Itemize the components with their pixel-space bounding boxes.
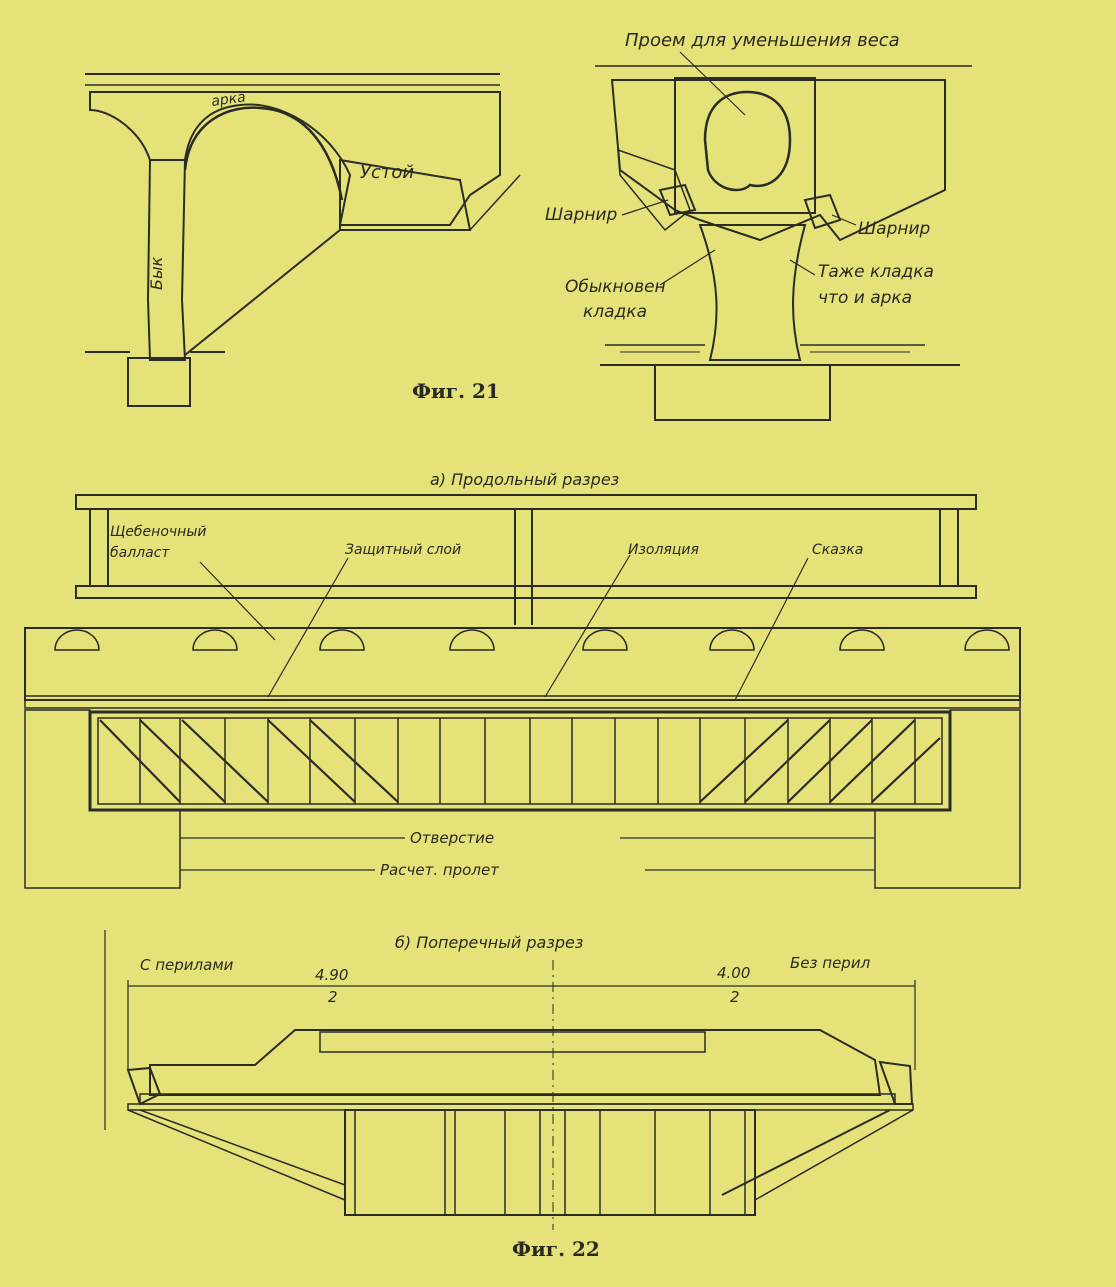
fig22b-dim-right-num: 4.00 — [717, 964, 750, 982]
fig22a-label-drain: Сказка — [812, 542, 863, 558]
fig22b-dim-left-den: 2 — [328, 988, 338, 1006]
fig21-label-masonry-common-2: кладка — [583, 302, 647, 322]
fig21-label-arch: арка — [210, 89, 246, 110]
fig22a-label-span: Расчет. пролет — [380, 861, 500, 879]
fig22a-label-insulation: Изоляция — [628, 542, 699, 558]
fig22b-title: б) Поперечный разрез — [395, 933, 583, 952]
fig22b-cross-section — [104, 930, 916, 1230]
fig22a-sleepers — [54, 629, 1010, 651]
fig21-label-masonry-same-1: Таже кладка — [818, 262, 934, 282]
fig22b-label-with-rails: С перилами — [140, 956, 234, 974]
fig22a-label-ballast-1: Щебеночный — [110, 524, 206, 540]
fig21-left-arch-bridge — [85, 73, 521, 407]
fig21-label-hinge-left: Шарнир — [545, 205, 618, 225]
fig22a-diagonals — [99, 719, 941, 803]
fig22a-longitudinal-section — [24, 494, 1021, 889]
fig21-label-pier: Бык — [147, 256, 166, 290]
fig21-label-hinge-right: Шарнир — [858, 219, 931, 239]
fig21-right-hinge-detail — [595, 51, 972, 421]
fig22a-label-ballast-2: балласт — [110, 545, 170, 561]
fig22a-label-opening: Отверстие — [410, 829, 494, 847]
fig21-label-opening: Проем для уменьшения веса — [625, 30, 900, 51]
fig21-caption: Фиг. 21 — [412, 379, 500, 403]
fig21-label-masonry-common-1: Обыкновен — [565, 277, 666, 297]
fig22-caption: Фиг. 22 — [512, 1237, 600, 1261]
fig21-label-abutment: Устой — [360, 162, 414, 183]
fig21-label-masonry-same-2: что и арка — [818, 288, 912, 308]
fig22b-dim-right-den: 2 — [730, 988, 740, 1006]
fig22a-title: а) Продольный разрез — [430, 470, 619, 489]
fig22b-dim-left-num: 4.90 — [315, 966, 348, 984]
fig22a-label-protective: Защитный слой — [345, 542, 461, 558]
fig22b-label-without-rails: Без перил — [790, 954, 871, 972]
